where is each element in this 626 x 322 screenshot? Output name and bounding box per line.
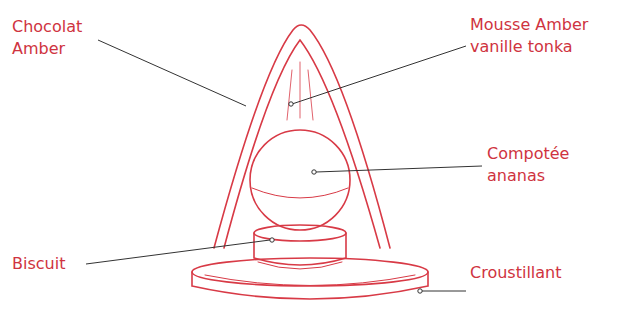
leader-line bbox=[292, 46, 466, 104]
croustillant-side bbox=[192, 272, 428, 299]
leader-line bbox=[86, 240, 270, 264]
part-label: Mousse Amber vanille tonka bbox=[470, 14, 615, 58]
biscuit-shade bbox=[258, 262, 342, 269]
leader-line bbox=[316, 166, 482, 172]
leader-dot bbox=[418, 289, 422, 293]
part-label: Croustillant bbox=[470, 262, 620, 284]
mousse-stroke bbox=[308, 70, 313, 120]
croustillant-shade bbox=[205, 275, 415, 286]
leader-dot bbox=[289, 102, 293, 106]
mousse-stroke bbox=[287, 70, 292, 120]
dessert-drawing bbox=[192, 25, 428, 299]
sphere-equator bbox=[252, 188, 348, 198]
leader-line bbox=[98, 40, 246, 106]
croustillant-top bbox=[192, 258, 428, 286]
cone-inner bbox=[224, 40, 380, 248]
biscuit-top bbox=[254, 225, 346, 241]
part-label: Biscuit bbox=[12, 253, 112, 275]
cone-outer bbox=[214, 25, 390, 248]
compotee-sphere bbox=[250, 130, 350, 230]
leader-dot bbox=[312, 170, 316, 174]
leader-lines bbox=[86, 40, 482, 293]
biscuit-side bbox=[254, 233, 346, 265]
mousse-stroke bbox=[300, 62, 301, 118]
part-label: Chocolat Amber bbox=[12, 16, 112, 60]
part-label: Compotée ananas bbox=[487, 143, 602, 187]
leader-dot bbox=[270, 238, 274, 242]
leader-line bbox=[422, 291, 466, 292]
